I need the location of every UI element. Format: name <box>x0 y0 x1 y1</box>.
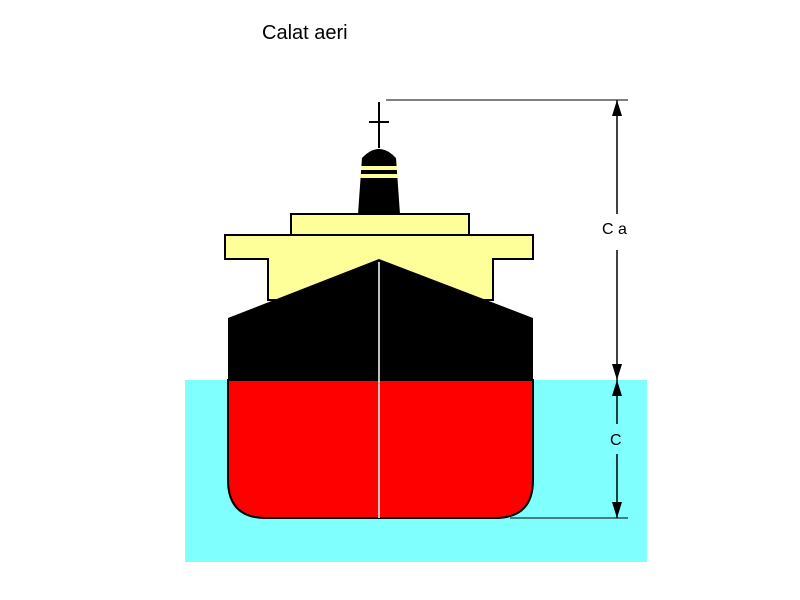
hull-below-water <box>227 379 534 519</box>
draft-label: C <box>610 432 622 449</box>
air-draft-label: C a <box>602 221 627 238</box>
upper-deckhouse <box>290 213 470 237</box>
mast-icon <box>369 102 389 148</box>
air-draft-dimension <box>612 100 622 380</box>
page-title: Calat aeri <box>262 22 348 44</box>
draft-dimension <box>612 380 622 518</box>
funnel-icon <box>358 149 400 214</box>
hull-above-water <box>228 259 533 380</box>
